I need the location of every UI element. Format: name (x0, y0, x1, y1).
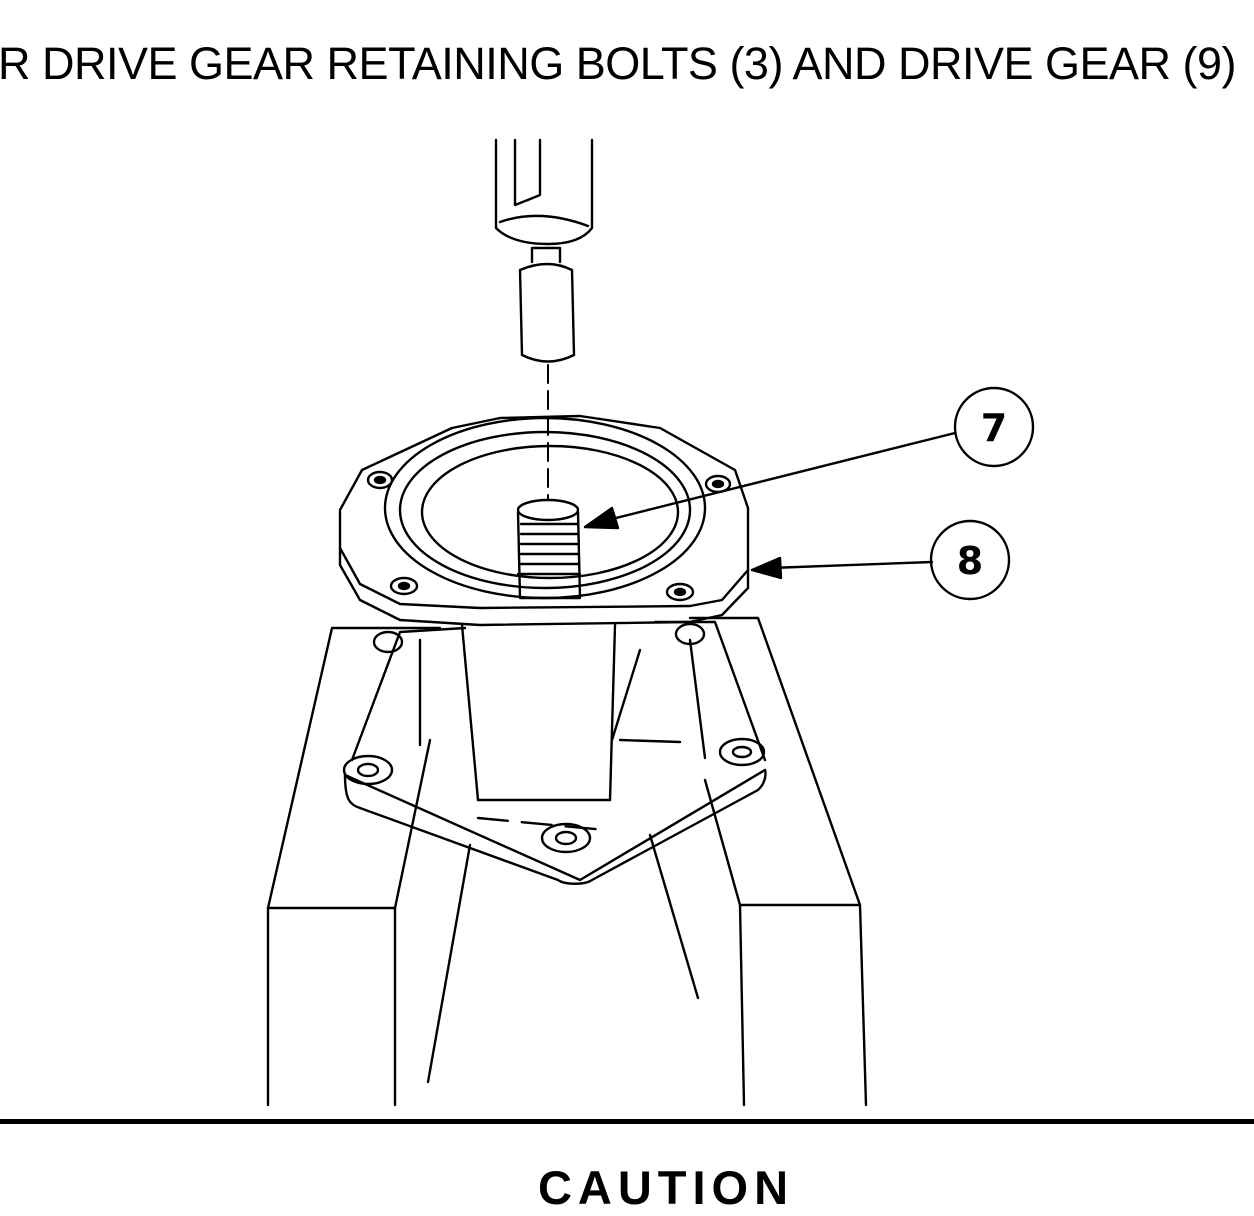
socket-tool (494, 138, 594, 501)
gear-housing (342, 620, 767, 885)
callout-circle-7 (953, 386, 1035, 468)
callout-circle-8 (929, 519, 1011, 601)
threaded-shaft (516, 498, 582, 600)
section-divider (0, 1119, 1254, 1124)
left-support-block (266, 626, 472, 1107)
right-support-block (648, 616, 868, 1107)
caution-heading: CAUTION (537, 1161, 795, 1214)
callout-label-7: 7 (981, 406, 1007, 450)
instruction-text: R DRIVE GEAR RETAINING BOLTS (3) AND DRI… (0, 38, 1237, 89)
callout-leaders (583, 431, 957, 580)
callout-label-8: 8 (957, 539, 983, 583)
